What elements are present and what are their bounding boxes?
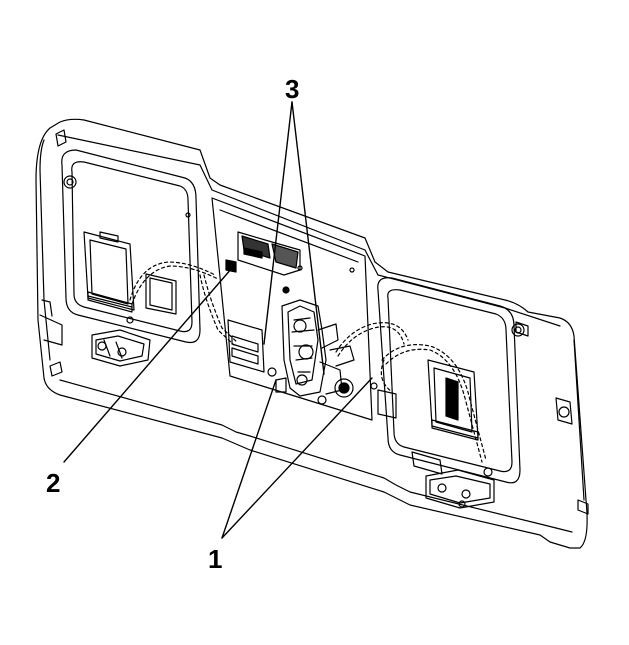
leader-1-right xyxy=(221,377,373,539)
panel-outline xyxy=(35,118,588,549)
left-pocket xyxy=(61,149,201,344)
leader-3-left xyxy=(263,101,293,345)
callout-label-1: 1 xyxy=(208,544,223,574)
leader-2 xyxy=(63,267,233,463)
right-hinge xyxy=(411,451,495,509)
callout-label-2: 2 xyxy=(46,468,61,498)
leader-3-right xyxy=(291,101,325,375)
center-section xyxy=(211,197,373,421)
left-rod xyxy=(129,261,239,346)
side-fittings xyxy=(49,129,589,515)
left-hinge xyxy=(91,316,151,367)
leader-lines xyxy=(63,101,373,539)
leader-1-left xyxy=(221,379,277,539)
right-rod xyxy=(335,322,487,463)
callout-label-3: 3 xyxy=(285,74,300,104)
latch-mechanism xyxy=(275,299,355,405)
right-pocket xyxy=(370,277,525,484)
